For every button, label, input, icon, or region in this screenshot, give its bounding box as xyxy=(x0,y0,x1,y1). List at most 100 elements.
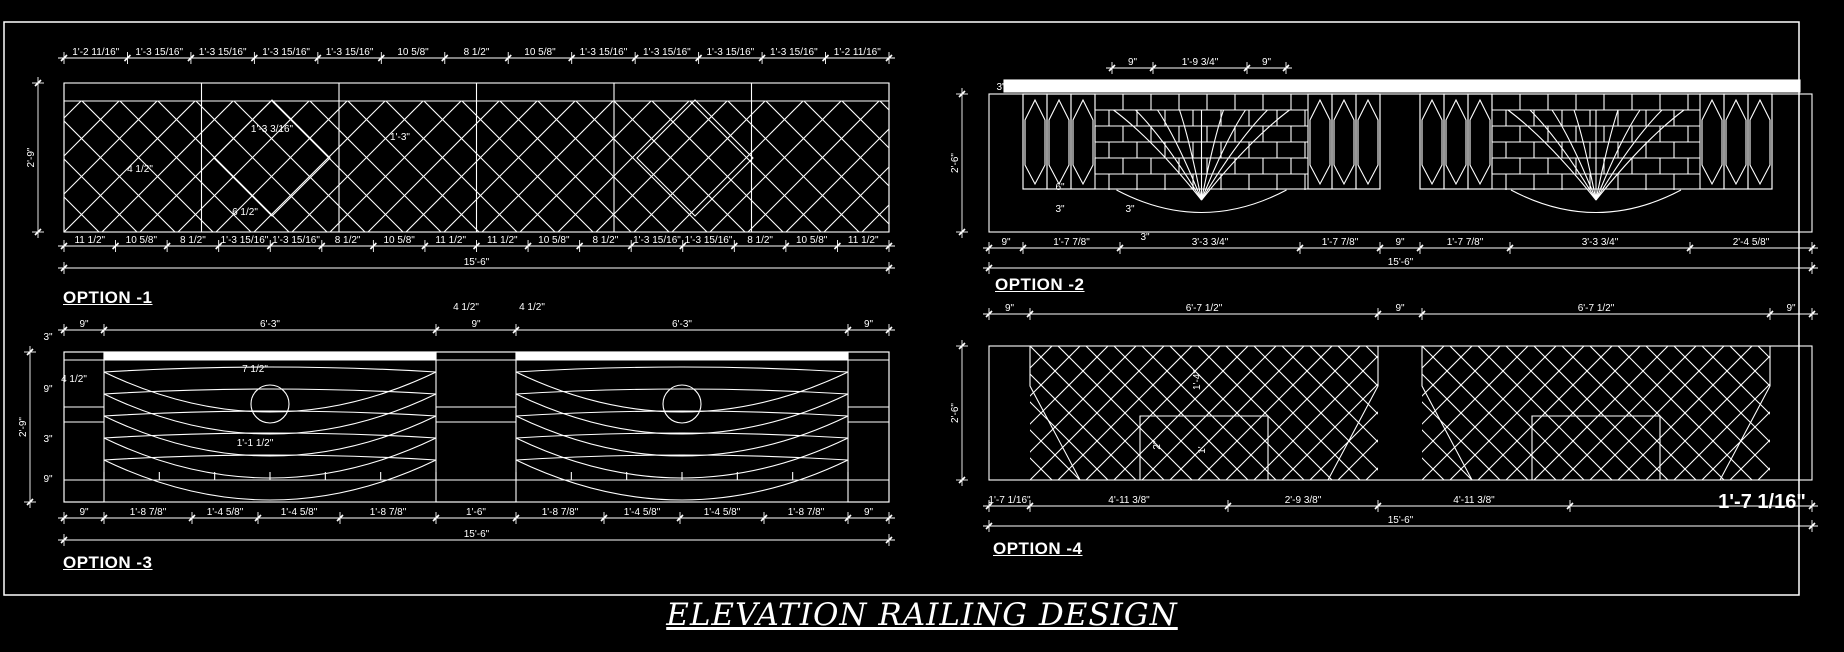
note-text: 3" xyxy=(43,434,53,445)
lattice-diagonal xyxy=(727,101,860,232)
option-2-elevation: 9"1'-9 3/4"9"9"1'-7 7/8"3'-3 3/4"1'-7 7/… xyxy=(950,57,1818,274)
dim-tick xyxy=(187,54,195,62)
dimension-text: 1'-4 5/8" xyxy=(207,507,244,518)
lattice-diagonal xyxy=(879,101,889,111)
dimension-text: 9" xyxy=(864,507,874,518)
lattice-diagonal xyxy=(64,196,100,232)
drawing-border xyxy=(3,21,1800,596)
dim-tick xyxy=(512,514,520,522)
lattice-diagonal xyxy=(309,101,442,232)
dim-tick xyxy=(885,242,893,250)
note-text: 3" xyxy=(1125,204,1135,215)
dimension-text: 10 5/8" xyxy=(397,47,429,58)
dim-tick xyxy=(123,54,132,62)
dim-tick xyxy=(1296,244,1304,252)
diamond-lattice xyxy=(64,83,1049,232)
fan-rib xyxy=(1595,109,1685,201)
dim-tick xyxy=(318,242,326,250)
dim-tick xyxy=(576,242,584,250)
dimension-text: 1'-8 7/8" xyxy=(542,507,579,518)
lattice-diagonal xyxy=(841,101,889,149)
railing-frame xyxy=(988,93,1813,233)
post xyxy=(847,351,890,503)
dim-tick xyxy=(958,342,966,350)
dimension-text: 1'-6" xyxy=(466,507,486,518)
lattice-diamond xyxy=(1421,98,1443,186)
dimension-text: 10 5/8" xyxy=(383,235,415,246)
lattice-diagonal xyxy=(1030,346,1165,480)
dim-tick xyxy=(336,514,344,522)
arch-curve xyxy=(1510,189,1682,214)
note-text: 6 1/2" xyxy=(232,207,258,218)
dim-tick xyxy=(472,242,481,250)
note-text: 9" xyxy=(43,474,53,485)
lattice-diagonal xyxy=(271,101,404,232)
lattice-diagonal xyxy=(1757,467,1770,480)
note-text: 3" xyxy=(996,82,1006,93)
dim-tick xyxy=(26,348,34,356)
note-text: 4 1/2" xyxy=(519,302,545,313)
dimension-text: 15'-6" xyxy=(1388,515,1414,526)
dim-tick xyxy=(504,54,512,62)
lattice-diagonal xyxy=(1113,346,1249,480)
dimension-text: 6'-7 1/2" xyxy=(1578,303,1615,314)
note-text: 1' xyxy=(1197,446,1208,454)
note-text: 1'-3" xyxy=(390,132,410,143)
dimension-text: 4'-11 3/8" xyxy=(1453,495,1495,506)
fan-rib xyxy=(1573,109,1597,201)
lattice-diagonal xyxy=(1422,346,1557,480)
arc-curve xyxy=(103,388,437,395)
lattice-diamond xyxy=(1048,98,1070,186)
dim-tick xyxy=(885,264,893,272)
dim-tick xyxy=(26,498,34,506)
dimension-text: 9" xyxy=(1395,303,1405,314)
dimension-text: 15'-6" xyxy=(464,529,490,540)
dim-tick xyxy=(958,228,966,236)
lattice-diagonal xyxy=(1422,401,1501,480)
fan-rib xyxy=(1200,109,1225,201)
dimension-text: 1'-8 7/8" xyxy=(130,507,167,518)
option-3-label: OPTION -3 xyxy=(63,553,153,572)
arc-curve xyxy=(103,393,437,435)
lattice-cell xyxy=(1747,93,1773,190)
dim-tick xyxy=(1282,64,1290,72)
dim-tick xyxy=(163,242,171,250)
dimension-text: 1'-9 3/4" xyxy=(1182,57,1219,68)
dimension-text: 9" xyxy=(79,319,89,330)
dimension-text: 11 1/2" xyxy=(848,235,879,246)
note-text: 7 1/2" xyxy=(242,364,268,375)
dimension-text: 9" xyxy=(1786,303,1796,314)
fan-rib xyxy=(1595,109,1619,201)
note-text: 1'-3 3/16" xyxy=(251,124,294,135)
coping-slab xyxy=(1003,79,1801,93)
lattice-diagonal xyxy=(1533,346,1669,480)
dimension-text: 2'-6" xyxy=(950,403,961,423)
dimension-text: 9" xyxy=(471,319,481,330)
lattice-diagonal xyxy=(1030,346,1081,397)
dimension-text: 1'-2 11/16" xyxy=(834,47,881,58)
lattice-diagonal xyxy=(900,83,1049,232)
note-text: 3" xyxy=(43,332,53,343)
fan-rib xyxy=(1201,109,1268,201)
dim-tick xyxy=(1416,244,1424,252)
lattice-cell xyxy=(1046,93,1072,190)
lattice-diagonal xyxy=(1225,346,1361,480)
dimension-text: 15'-6" xyxy=(1388,257,1414,268)
lattice-diagonal xyxy=(834,346,968,480)
dim-tick xyxy=(60,326,68,334)
lattice-diagonal xyxy=(1589,346,1725,480)
dim-tick xyxy=(600,514,608,522)
lattice-diagonal xyxy=(1030,373,1137,480)
arc-curve xyxy=(515,432,849,439)
lattice-diamond xyxy=(1445,98,1467,186)
dim-tick xyxy=(1019,244,1027,252)
arc-curve xyxy=(515,415,849,457)
arc-curve xyxy=(515,393,849,435)
dimension-text: 1'-3 15/16" xyxy=(272,235,320,246)
dimension-text: 9" xyxy=(79,507,89,518)
dimension-text: 1'-8 7/8" xyxy=(370,507,407,518)
dim-tick xyxy=(524,242,532,250)
bay-1 xyxy=(103,366,437,501)
note-text: 1'-4" xyxy=(1192,370,1203,390)
